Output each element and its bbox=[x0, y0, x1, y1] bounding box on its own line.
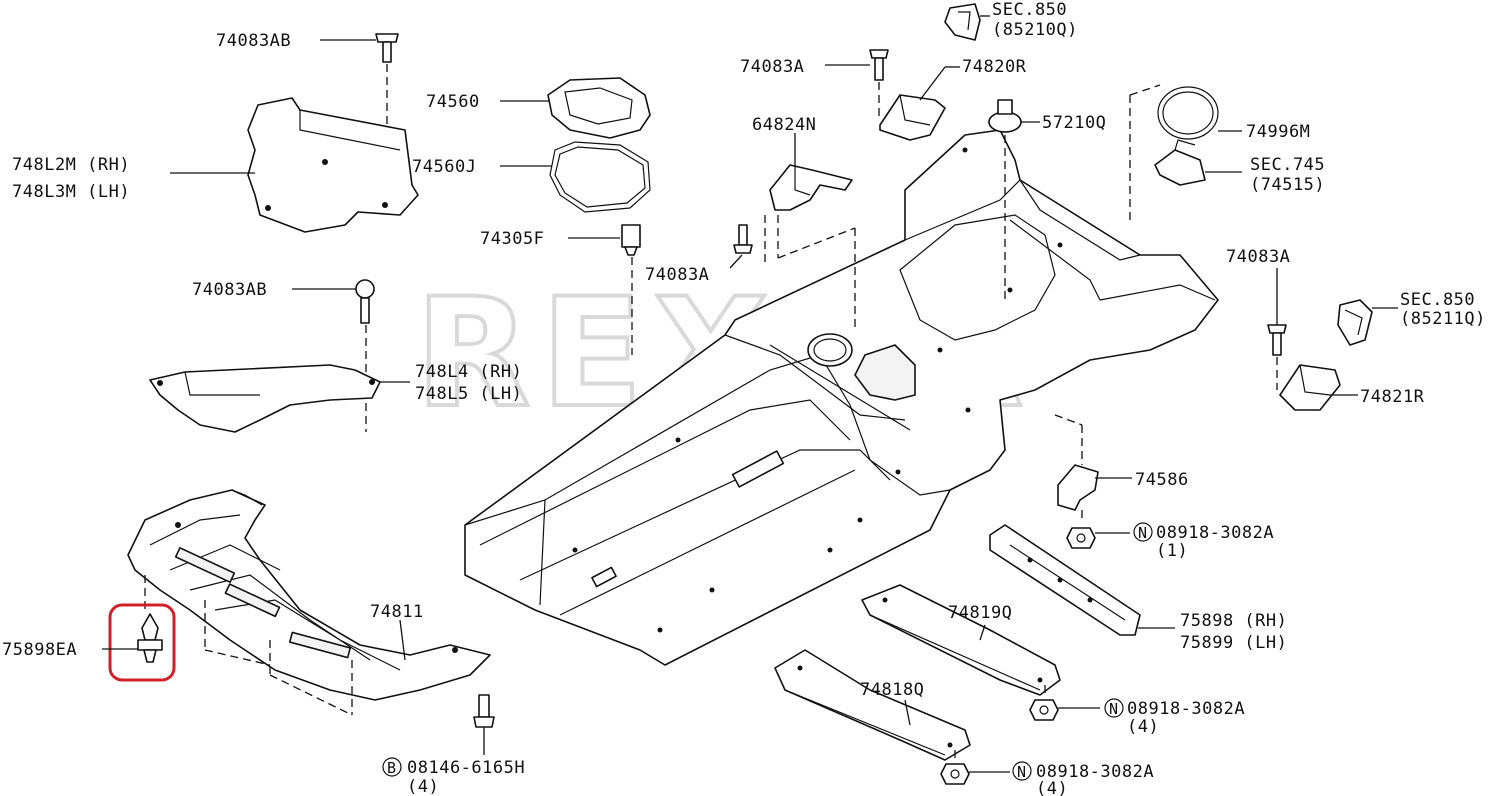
part-74083AB-mid bbox=[355, 279, 375, 324]
part-74305F-plug bbox=[621, 224, 641, 256]
label-sec745: SEC.745 bbox=[1250, 155, 1325, 175]
part-74083A-center-bolt bbox=[733, 224, 753, 254]
label-sec850-top-ref: (85210Q) bbox=[992, 20, 1078, 40]
label-74820R: 74820R bbox=[962, 57, 1027, 77]
label-748L2M: 748L2M (RH) bbox=[12, 155, 130, 175]
label-74996M: 74996M bbox=[1246, 122, 1310, 142]
label-57210Q: 57210Q bbox=[1042, 113, 1106, 133]
part-74560-cap bbox=[547, 77, 651, 139]
nut-symbol-3: N bbox=[1012, 761, 1032, 781]
label-08918-1: 08918-3082A bbox=[1156, 523, 1274, 543]
part-74083AB-top bbox=[375, 33, 399, 63]
label-74083AB-top: 74083AB bbox=[216, 31, 291, 51]
part-74821R-bracket bbox=[1279, 364, 1341, 411]
label-sec850-right: SEC.850 bbox=[1400, 290, 1475, 310]
part-sec850-right bbox=[1337, 299, 1373, 346]
label-74819Q: 74819Q bbox=[948, 603, 1012, 623]
label-74083A-right: 74083A bbox=[1226, 247, 1290, 267]
part-74818Q-crossmember bbox=[774, 649, 971, 761]
floor-panel bbox=[464, 129, 1219, 666]
highlight-box bbox=[108, 603, 176, 682]
bolt-symbol: B bbox=[382, 757, 402, 777]
label-74305F: 74305F bbox=[480, 229, 544, 249]
label-08918-3: 08918-3082A bbox=[1036, 762, 1154, 782]
label-sec850-right-ref: (85211Q) bbox=[1400, 309, 1486, 329]
part-57210Q-grommet bbox=[988, 99, 1022, 133]
label-08918-1-qty: (1) bbox=[1156, 541, 1188, 561]
nut-2 bbox=[1029, 699, 1059, 721]
label-74811: 74811 bbox=[370, 602, 424, 622]
label-74083A-top: 74083A bbox=[740, 57, 804, 77]
part-74586-bracket bbox=[1057, 464, 1099, 511]
part-75898-reinforcement bbox=[989, 524, 1141, 636]
part-74560J-seal bbox=[549, 141, 651, 213]
nut-symbol-2: N bbox=[1104, 698, 1124, 718]
nut-symbol-1-letter: N bbox=[1138, 524, 1147, 542]
part-74819Q-crossmember bbox=[861, 584, 1061, 696]
nut-symbol-1: N bbox=[1133, 522, 1153, 542]
part-08146-6165H-bolt bbox=[473, 694, 495, 728]
bolt-symbol-letter: B bbox=[387, 759, 396, 777]
label-748L4: 748L4 (RH) bbox=[415, 362, 522, 382]
label-74821R: 74821R bbox=[1360, 387, 1425, 407]
part-74811-undercover bbox=[127, 489, 491, 701]
label-08146-qty: (4) bbox=[407, 777, 439, 796]
label-748L3M: 748L3M (LH) bbox=[12, 182, 130, 202]
label-75898: 75898 (RH) bbox=[1180, 611, 1287, 631]
label-08918-2: 08918-3082A bbox=[1127, 699, 1245, 719]
label-74586: 74586 bbox=[1135, 470, 1189, 490]
label-sec850-top: SEC.850 bbox=[992, 0, 1067, 20]
part-748L2M-panel bbox=[247, 97, 419, 233]
label-74818Q: 74818Q bbox=[860, 680, 924, 700]
label-64824N: 64824N bbox=[752, 115, 816, 135]
nut-3 bbox=[940, 763, 970, 785]
part-748L4-panel bbox=[149, 364, 381, 433]
part-74083A-top-bolt bbox=[869, 49, 889, 81]
label-08146-6165H: 08146-6165H bbox=[407, 758, 525, 778]
label-75899: 75899 (LH) bbox=[1180, 633, 1287, 653]
part-64824N-bracket bbox=[769, 164, 853, 211]
label-sec745-ref: (74515) bbox=[1250, 175, 1325, 195]
label-74083AB-mid: 74083AB bbox=[192, 280, 267, 300]
label-75898EA: 75898EA bbox=[2, 640, 77, 660]
label-74560J: 74560J bbox=[412, 157, 476, 177]
part-75898EA-clip bbox=[137, 613, 163, 663]
label-08918-2-qty: (4) bbox=[1127, 717, 1159, 737]
label-74083A-center: 74083A bbox=[645, 265, 709, 285]
part-sec850-top bbox=[944, 3, 981, 41]
nut-symbol-2-letter: N bbox=[1109, 700, 1118, 718]
part-74820R-bracket bbox=[879, 94, 946, 141]
label-08918-3-qty: (4) bbox=[1036, 779, 1068, 796]
label-74560: 74560 bbox=[426, 92, 480, 112]
nut-symbol-3-letter: N bbox=[1017, 763, 1026, 781]
label-748L5: 748L5 (LH) bbox=[415, 384, 522, 404]
part-sec745-bracket bbox=[1154, 139, 1206, 186]
part-74083A-right-bolt bbox=[1267, 324, 1287, 356]
part-74996M-seal bbox=[1157, 86, 1219, 140]
nut-1 bbox=[1066, 527, 1096, 549]
